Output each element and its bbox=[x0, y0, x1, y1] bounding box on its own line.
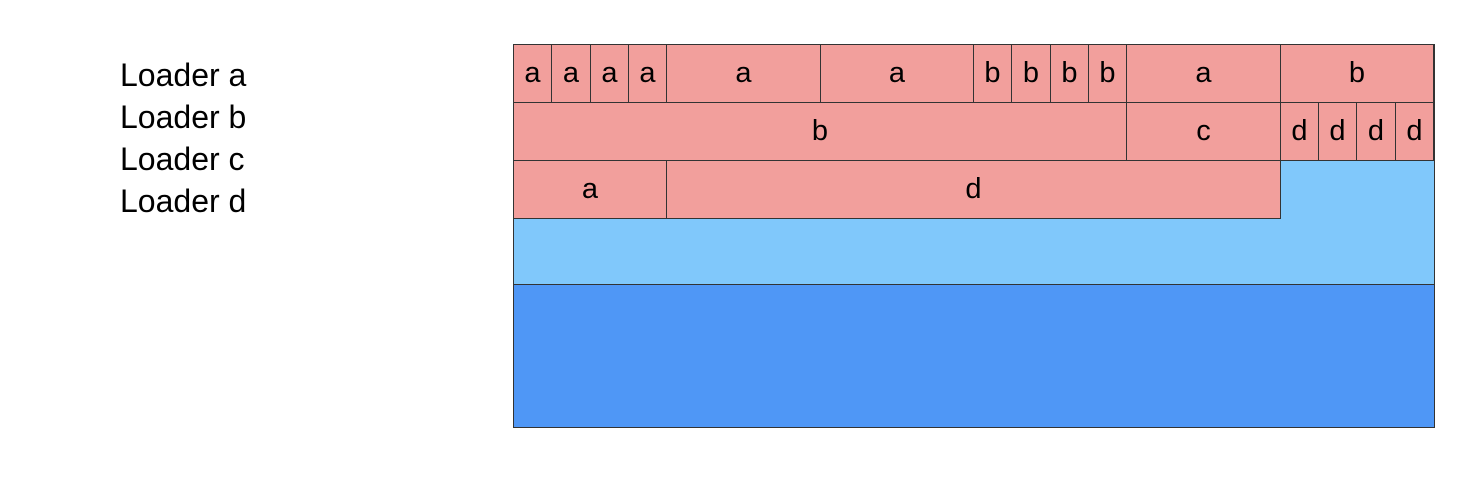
allocation-block-a: a bbox=[821, 45, 974, 103]
allocation-block-d: d bbox=[1357, 103, 1396, 161]
free-region-dark bbox=[514, 284, 1434, 427]
allocation-block-b: b bbox=[1089, 45, 1127, 103]
allocation-block-a: a bbox=[552, 45, 591, 103]
allocation-block-b: b bbox=[974, 45, 1012, 103]
legend-item-loader-c: Loader c bbox=[120, 141, 245, 177]
legend: Loader a Loader b Loader c Loader d bbox=[120, 54, 246, 222]
allocation-block-d: d bbox=[1281, 103, 1319, 161]
legend-item-loader-b: Loader b bbox=[120, 99, 247, 135]
allocation-block-d: d bbox=[1396, 103, 1434, 161]
allocation-block-a: a bbox=[629, 45, 667, 103]
allocation-block-b: b bbox=[1012, 45, 1051, 103]
allocation-block-b: b bbox=[1051, 45, 1089, 103]
allocation-block-a: a bbox=[667, 45, 821, 103]
allocation-block-c: c bbox=[1127, 103, 1281, 161]
legend-item-loader-d: Loader d bbox=[120, 183, 247, 219]
allocation-block-a: a bbox=[514, 45, 552, 103]
allocation-block-d: d bbox=[667, 161, 1281, 219]
allocation-block-b: b bbox=[514, 103, 1127, 161]
allocation-block-a: a bbox=[1127, 45, 1281, 103]
allocation-block-a: a bbox=[514, 161, 667, 219]
allocation-block-d: d bbox=[1319, 103, 1357, 161]
allocation-block-b: b bbox=[1281, 45, 1434, 103]
legend-item-loader-a: Loader a bbox=[120, 57, 247, 93]
allocation-block-a: a bbox=[591, 45, 629, 103]
